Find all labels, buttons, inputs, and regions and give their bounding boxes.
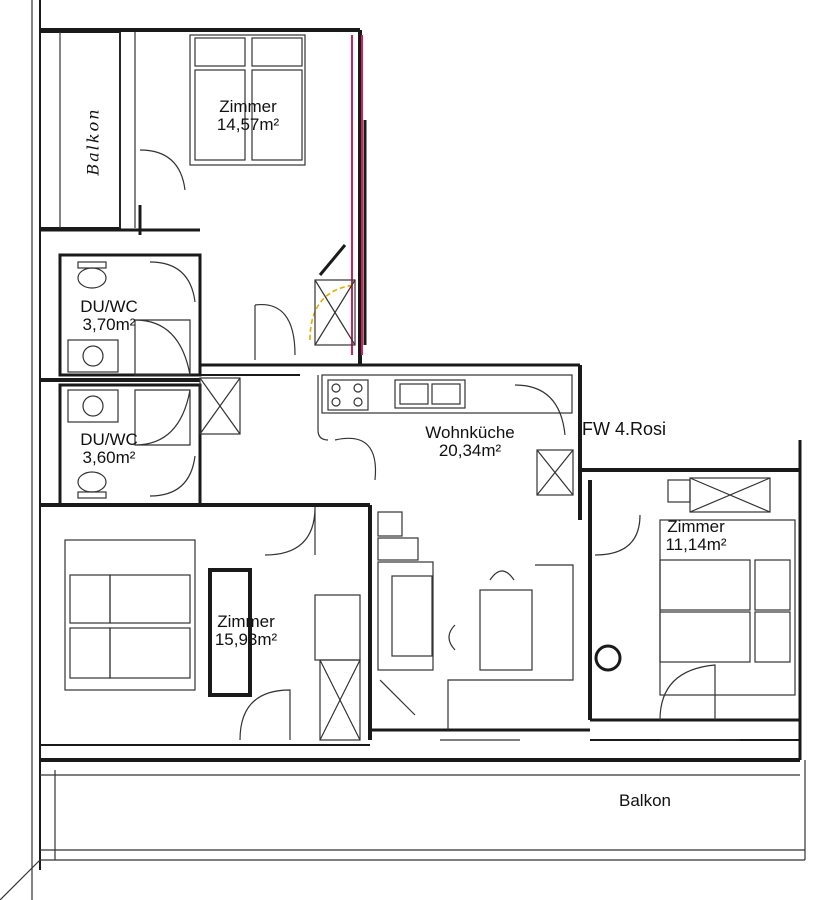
- room-name: Zimmer: [219, 97, 277, 116]
- room-name: DU/WC: [80, 430, 138, 449]
- top-balcony: [39, 31, 200, 232]
- room-area: 14,57m²: [216, 114, 280, 134]
- room-label-zimmer-3: Zimmer 15,93m²: [196, 613, 296, 649]
- room-area: 11,14m²: [665, 534, 727, 554]
- balcony-label-bottom: Balkon: [619, 791, 671, 810]
- room-area: 20,34m²: [438, 440, 502, 460]
- bedroom-walls-top: [138, 34, 306, 235]
- room-label-zimmer-1: Zimmer 14,57m²: [198, 98, 298, 134]
- room-label-du-wc-2: DU/WC 3,60m²: [64, 431, 154, 467]
- bedroom-walls-left: [64, 506, 361, 741]
- room-label-du-wc-1: DU/WC 3,70m²: [64, 298, 154, 334]
- room-name: Zimmer: [667, 517, 725, 536]
- kitchen-walls: [40, 365, 802, 762]
- bathroom-walls: [40, 253, 202, 507]
- balcony-label-top: Balkon: [83, 107, 103, 176]
- hallway: [199, 244, 580, 435]
- room-name: DU/WC: [80, 297, 138, 316]
- room-name: Zimmer: [217, 612, 275, 631]
- room-name: Wohnküche: [425, 423, 515, 442]
- bedroom-walls-right: [594, 477, 796, 721]
- room-area: 3,70m²: [82, 314, 136, 334]
- room-label-zimmer-2: Zimmer 11,14m²: [646, 518, 746, 554]
- bottom-balcony: [0, 760, 806, 900]
- room-area: 15,93m²: [214, 629, 278, 649]
- room-label-wohnkueche: Wohnküche 20,34m²: [405, 424, 535, 460]
- room-area: 3,60m²: [82, 447, 136, 467]
- apartment-label: FW 4.Rosi: [582, 419, 667, 439]
- outer-walls: [31, 0, 367, 900]
